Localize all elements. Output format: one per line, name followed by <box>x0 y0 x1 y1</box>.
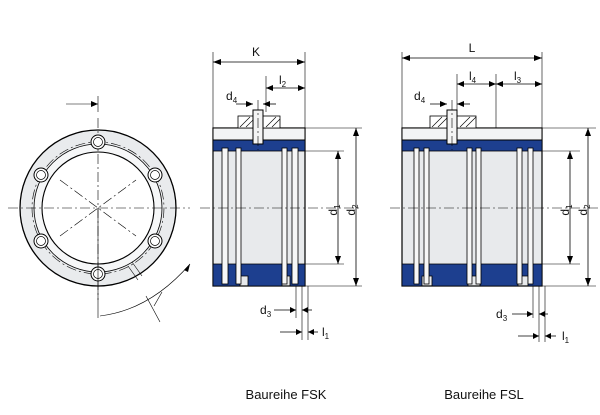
fsk-section-view <box>200 52 362 340</box>
label-d2-left: d2 <box>344 204 360 216</box>
caption-fsk: Baureihe FSK <box>246 387 327 402</box>
flange-face-view <box>8 96 191 323</box>
label-L: L <box>469 41 476 55</box>
label-d1-left: d1 <box>326 204 342 216</box>
label-d3-right: d3 <box>496 307 508 323</box>
label-l2: l2 <box>279 73 287 89</box>
label-l4: l4 <box>469 69 477 85</box>
captions: Baureihe FSK Baureihe FSL <box>246 387 524 402</box>
label-l1-right: l1 <box>562 329 570 345</box>
label-l1-left: l1 <box>322 325 330 341</box>
label-d2-right: d2 <box>576 204 592 216</box>
label-d1-right: d1 <box>558 204 574 216</box>
dimension-labels: K L d4 l2 d4 l4 l3 d1 d2 d1 d2 d3 l1 d3 … <box>226 41 592 345</box>
label-d3-left: d3 <box>260 303 272 319</box>
caption-fsl: Baureihe FSL <box>444 387 524 402</box>
label-l3: l3 <box>514 69 522 85</box>
label-d4-right: d4 <box>414 89 426 105</box>
label-K: K <box>252 45 260 59</box>
fsl-section-view <box>390 52 598 342</box>
label-d4-left: d4 <box>226 89 238 105</box>
